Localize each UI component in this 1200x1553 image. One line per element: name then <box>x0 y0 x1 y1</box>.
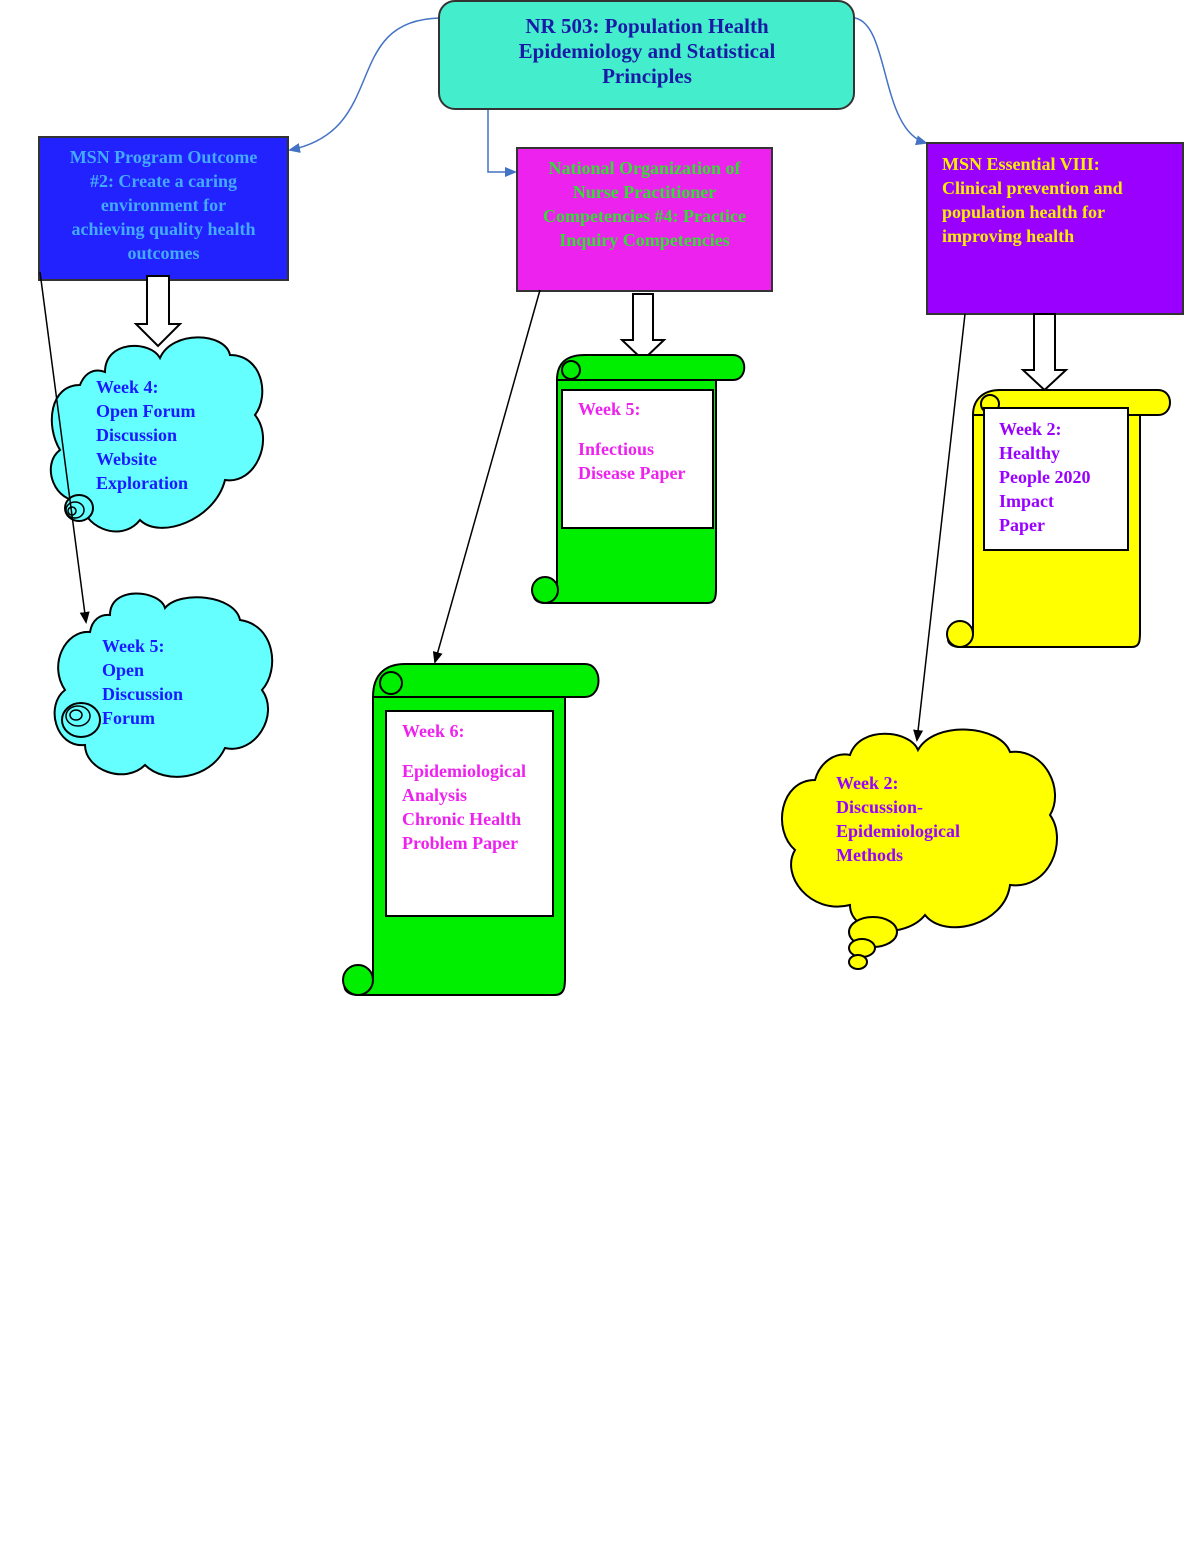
block-arrow-outcome <box>133 275 183 348</box>
nonpf-text: National Organization of Nurse Practitio… <box>520 157 769 253</box>
cloud-week5-shape <box>53 592 274 778</box>
essential-box <box>926 142 1184 315</box>
scroll-week6-line: Epidemiological <box>402 760 527 781</box>
outcome-line: outcomes <box>127 242 200 263</box>
outcome-line: MSN Program Outcome <box>69 147 258 167</box>
cloud-week2-text: Week 2: Discussion- Epidemiological Meth… <box>836 772 960 868</box>
essential-line: improving health <box>942 225 1075 246</box>
scroll-week2-line: Paper <box>999 514 1045 535</box>
scroll-week2-line: Impact <box>999 490 1054 511</box>
arrow-essential-to-week2-cloud <box>913 313 966 742</box>
cloud-week5-line: Open <box>102 659 145 680</box>
nonpf-line: Nurse Practitioner <box>572 181 717 202</box>
essential-line: Clinical prevention and <box>942 177 1123 198</box>
scroll-week2-shape <box>946 389 1171 648</box>
connector-title-to-nonpf <box>487 110 517 177</box>
cloud-week2-line: Epidemiological <box>836 820 961 841</box>
outcome-line: achieving quality health <box>71 218 256 239</box>
outcome-line: #2: Create a caring <box>89 170 238 191</box>
cloud-week4-line: Week 4: <box>96 377 159 397</box>
essential-text: MSN Essential VIII: Clinical prevention … <box>942 153 1178 249</box>
block-arrow-essential <box>1020 313 1069 392</box>
nonpf-line: Inquiry Competencies <box>559 229 730 250</box>
scroll-week2-line: Week 2: <box>999 419 1062 439</box>
arrow-nonpf-to-week6-scroll <box>432 289 541 664</box>
cloud-week5-line: Discussion <box>102 683 184 704</box>
connector-title-to-outcome <box>288 17 441 153</box>
essential-line: MSN Essential VIII: <box>942 154 1100 174</box>
scroll-week5-shape <box>531 354 746 604</box>
cloud-week5-text: Week 5: Open Discussion Forum <box>102 635 183 731</box>
cloud-week2-line: Discussion- <box>836 796 924 817</box>
scroll-week5-line: Infectious <box>578 438 654 459</box>
cloud-week4-line: Exploration <box>96 472 189 493</box>
scroll-week2-line: Healthy <box>999 442 1060 463</box>
arrow-outcome-to-week5-cloud <box>39 271 90 624</box>
title-box <box>438 0 855 110</box>
scroll-week2-text: Week 2: Healthy People 2020 Impact Paper <box>999 418 1091 538</box>
cloud-week2-shape <box>781 728 1058 970</box>
scroll-week6-line: Analysis <box>402 784 468 805</box>
title-text: NR 503: Population Health Epidemiology a… <box>445 14 849 90</box>
title-line: Principles <box>602 64 692 89</box>
title-line: NR 503: Population Health <box>525 14 769 38</box>
cloud-week4-text: Week 4: Open Forum Discussion Website Ex… <box>96 376 196 496</box>
cloud-week4-line: Website <box>96 448 157 469</box>
scroll-week6-heading: Week 6: <box>402 721 465 741</box>
scroll-week6-line: Problem Paper <box>402 832 519 853</box>
connector-title-to-essential <box>854 17 928 146</box>
cloud-week4-line: Open Forum <box>96 400 196 421</box>
scroll-week6-line: Chronic Health <box>402 808 522 829</box>
scroll-week2-line: People 2020 <box>999 466 1091 487</box>
outcome-text: MSN Program Outcome #2: Create a caring … <box>42 146 285 266</box>
nonpf-box <box>516 147 773 292</box>
cloud-week5-line: Forum <box>102 707 155 728</box>
scroll-week6-text: Week 6: Epidemiological Analysis Chronic… <box>402 720 526 856</box>
title-line: Epidemiology and Statistical <box>518 39 776 64</box>
outcome-line: environment for <box>100 194 227 215</box>
nonpf-line: Competencies #4: Practice <box>543 205 746 226</box>
cloud-week4-line: Discussion <box>96 424 178 445</box>
scroll-week6-shape <box>342 663 600 996</box>
cloud-week2-line: Week 2: <box>836 773 899 793</box>
scroll-week5-text: Week 5: Infectious Disease Paper <box>578 398 685 486</box>
cloud-week5-line: Week 5: <box>102 636 165 656</box>
essential-line: population health for <box>942 201 1106 222</box>
scroll-week5-line: Disease Paper <box>578 462 686 483</box>
nonpf-line: National Organization of <box>548 158 741 178</box>
block-arrow-nonpf <box>619 293 667 362</box>
cloud-week2-line: Methods <box>836 844 903 865</box>
scroll-week5-heading: Week 5: <box>578 399 641 419</box>
